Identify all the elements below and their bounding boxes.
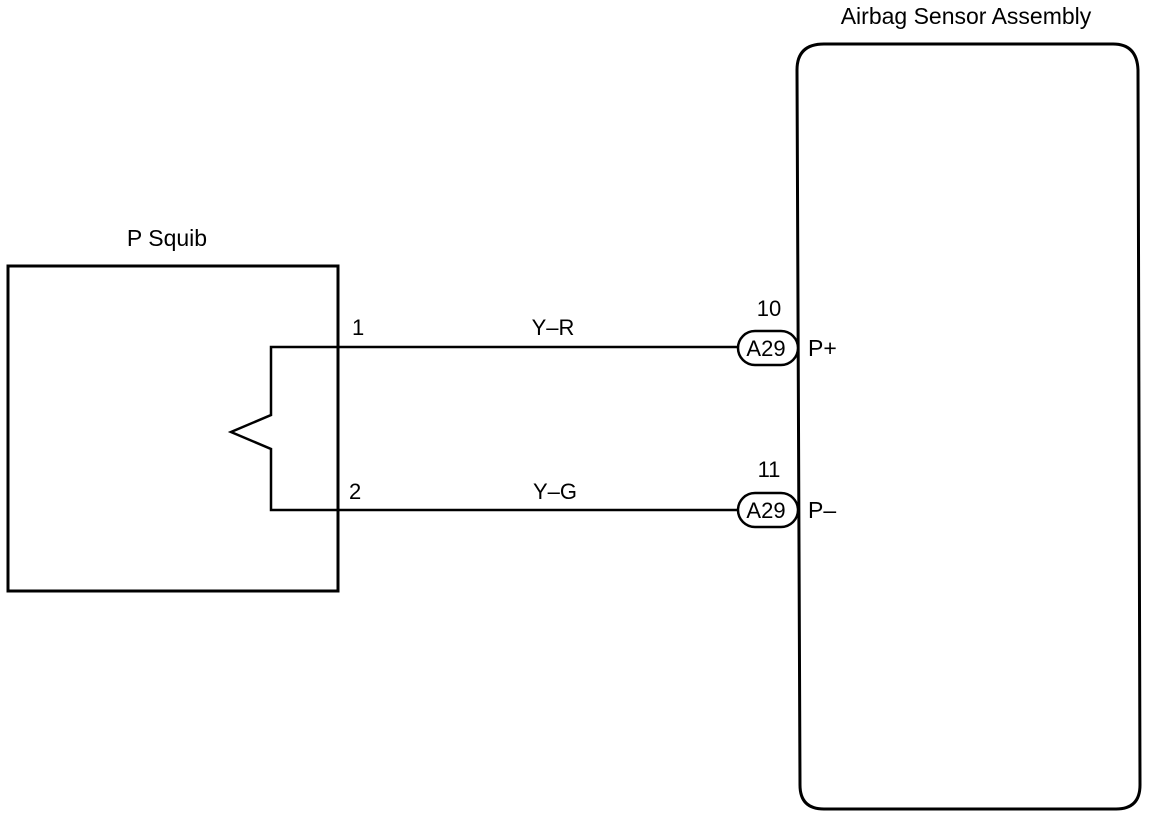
wire-y-r: 1 Y–R 10 A29 P+ bbox=[338, 296, 837, 367]
sensor-pin-number: 11 bbox=[758, 457, 781, 482]
connector-badge bbox=[736, 329, 800, 367]
sensor-box bbox=[795, 42, 1142, 811]
connector-label: A29 bbox=[746, 336, 785, 361]
squib-box bbox=[6, 264, 340, 593]
sensor-label: Airbag Sensor Assembly bbox=[841, 3, 1092, 29]
connector-badge bbox=[736, 491, 800, 529]
terminal-label: P+ bbox=[808, 335, 837, 361]
squib-element-symbol bbox=[227, 345, 338, 512]
sensor-component: Airbag Sensor Assembly bbox=[795, 3, 1142, 811]
wire-color-code: Y–R bbox=[532, 315, 575, 340]
terminal-label: P– bbox=[808, 497, 836, 523]
sensor-pin-number: 10 bbox=[757, 296, 781, 321]
squib-label: P Squib bbox=[127, 225, 207, 251]
wire-color-code: Y–G bbox=[533, 479, 577, 504]
squib-pin-number: 2 bbox=[349, 479, 361, 504]
squib-pin-number: 1 bbox=[352, 315, 364, 340]
wire-y-g: 2 Y–G 11 A29 P– bbox=[338, 457, 836, 529]
connector-label: A29 bbox=[746, 498, 785, 523]
squib-component: P Squib bbox=[6, 225, 340, 593]
